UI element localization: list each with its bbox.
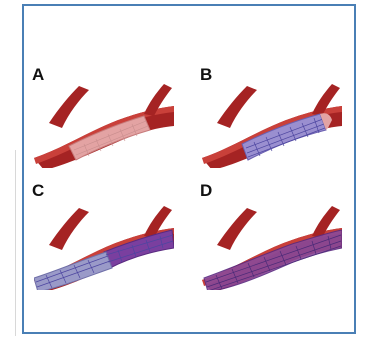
- panel-d-label: D: [200, 182, 212, 199]
- panel-c-illustration: [34, 200, 174, 290]
- panel-c-branch-left: [49, 208, 89, 250]
- panel-d-branch-left: [217, 208, 257, 250]
- panel-d-illustration: [202, 200, 342, 290]
- figure-frame: A B C: [22, 4, 356, 334]
- panel-c-label: C: [32, 182, 44, 199]
- panel-a-branch-left: [49, 86, 89, 128]
- panel-a-illustration: [34, 78, 174, 168]
- panel-c-stent-on-balloon: [34, 252, 112, 290]
- panel-b-branch-left: [217, 86, 257, 128]
- left-edge-line: [15, 150, 16, 336]
- panel-b-illustration: [202, 78, 342, 168]
